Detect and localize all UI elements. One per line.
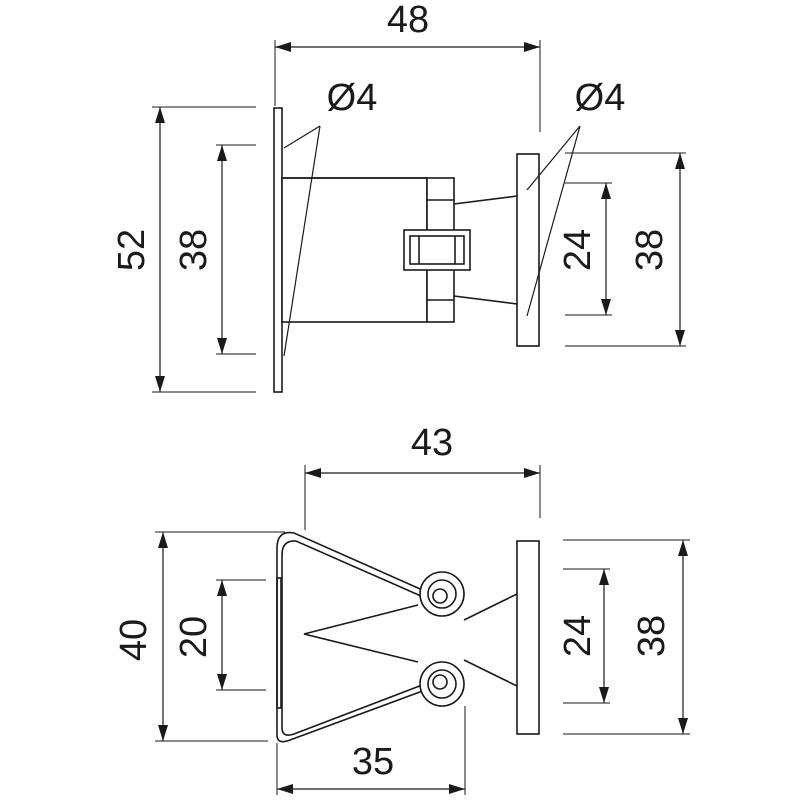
bottom-coil-top xyxy=(419,571,465,617)
dim-bottom-24 xyxy=(563,568,610,704)
label-bottom-20: 20 xyxy=(173,616,215,658)
label-top-48: 48 xyxy=(387,0,429,41)
dim-top-38-left xyxy=(216,144,256,355)
bottom-view: 43 40 20 35 24 38 xyxy=(113,422,690,795)
label-bottom-24: 24 xyxy=(557,615,599,657)
top-catch-plate xyxy=(516,153,540,347)
label-bottom-38: 38 xyxy=(631,615,673,657)
label-top-hole-right: Ø4 xyxy=(575,77,626,119)
label-bottom-40: 40 xyxy=(113,619,155,661)
bottom-jaw xyxy=(303,593,518,687)
top-hole-leaders xyxy=(283,125,581,357)
dim-bottom-20 xyxy=(216,579,266,691)
bottom-view-part xyxy=(276,531,540,743)
dim-top-38-right xyxy=(565,152,686,347)
label-bottom-35: 35 xyxy=(352,741,394,783)
top-view: 48 Ø4 Ø4 52 38 24 38 xyxy=(111,0,686,393)
dim-bottom-40 xyxy=(155,531,285,742)
label-bottom-43: 43 xyxy=(411,422,453,464)
dim-bottom-35 xyxy=(276,706,466,795)
bottom-catch-plate xyxy=(516,540,540,735)
dim-top-24 xyxy=(565,182,612,316)
label-top-52: 52 xyxy=(111,229,153,271)
label-top-38-left: 38 xyxy=(173,229,215,271)
label-top-24: 24 xyxy=(557,229,599,271)
top-mount-plate xyxy=(273,107,283,393)
bottom-spring-wire xyxy=(276,531,437,597)
top-body xyxy=(281,177,428,323)
top-view-part xyxy=(273,107,540,393)
dim-top-52 xyxy=(152,106,256,393)
bottom-coil-bottom xyxy=(419,661,465,707)
dim-bottom-43 xyxy=(304,465,541,530)
label-top-38-right: 38 xyxy=(629,229,671,271)
label-top-hole-left: Ø4 xyxy=(327,77,378,119)
dim-bottom-38 xyxy=(563,539,690,735)
dim-top-48 xyxy=(274,40,541,132)
